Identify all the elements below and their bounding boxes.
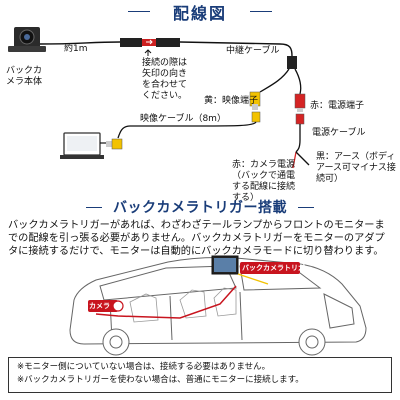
connect-note: 接続の際は矢印の向きを合わせてください。 <box>142 58 188 101</box>
notes-box: ※モニター側についていない場合は、接続する必要はありません。 ※バックカメラトリ… <box>8 357 392 393</box>
camera-power-label: 赤：カメラ電源（バックで通電する配線に接続する） <box>232 160 296 203</box>
cable-connector <box>120 38 180 47</box>
trigger-description: バックカメラトリガーがあれば、わざわざテールランプからフロントのモニターまでの配… <box>8 220 385 257</box>
video-cable-label: 映像ケーブル（8m） <box>140 114 226 124</box>
ground-label: 黒：アース（ボディアース可マイナス接続可） <box>316 152 396 184</box>
camera-tag-label: カメラ <box>89 302 110 310</box>
trigger-section-title: バックカメラトリガー搭載 <box>113 200 287 216</box>
yellow-plug-icon <box>249 91 261 110</box>
power-cable-line <box>295 124 301 153</box>
red-plug-icon <box>294 93 306 112</box>
video-plug-icon <box>251 111 261 123</box>
red-wire <box>292 151 297 169</box>
red-branch-cable <box>294 68 302 95</box>
wiring-diagram-title: 配線図 <box>172 4 227 23</box>
header-rule-right <box>250 11 272 12</box>
power-cable-label: 電源ケーブル <box>312 128 366 138</box>
cable-length-label: 約1m <box>64 44 88 54</box>
red-terminal-label: 赤：電源端子 <box>310 101 365 111</box>
header-rule-left <box>86 207 102 208</box>
header-rule-left <box>128 11 150 12</box>
camera-tag <box>88 300 124 312</box>
back-camera-icon <box>8 27 46 52</box>
trigger-tag <box>240 262 300 274</box>
car-illustration <box>69 255 367 356</box>
camera-cable <box>39 41 121 45</box>
power-plug-icon <box>295 113 305 125</box>
black-wire <box>295 151 310 166</box>
wiring-diagram <box>8 27 310 169</box>
relay-cable-line <box>179 41 293 57</box>
car-outline <box>69 257 367 356</box>
trigger-yellow-wire <box>237 273 269 285</box>
monitor-plug-icon <box>106 138 123 150</box>
note-line: ※モニター側についていない場合は、接続する必要はありません。 <box>17 362 271 372</box>
wiring-diagram-header: 配線図 <box>0 0 400 23</box>
header-rule-right <box>298 207 314 208</box>
video-cable-line <box>117 121 257 139</box>
car-seats <box>129 287 237 323</box>
direction-arrow-icon <box>144 49 152 56</box>
yellow-terminal-label: 黄：映像端子 <box>204 96 259 106</box>
yellow-branch-cable <box>259 68 290 93</box>
relay-cable-label: 中継ケーブル <box>226 46 280 56</box>
dash-monitor-icon <box>211 255 239 275</box>
camera-body-label: バックカメラ本体 <box>6 66 43 87</box>
trigger-wire <box>95 285 237 319</box>
relay-splitter <box>287 56 297 69</box>
monitor-icon <box>60 132 104 159</box>
trigger-section-header: バックカメラトリガー搭載 <box>0 196 400 218</box>
trigger-tag-label: バックカメラトリガー <box>242 264 312 272</box>
note-line: ※バックカメラトリガーを使わない場合は、普通にモニターに接続します。 <box>17 375 304 385</box>
